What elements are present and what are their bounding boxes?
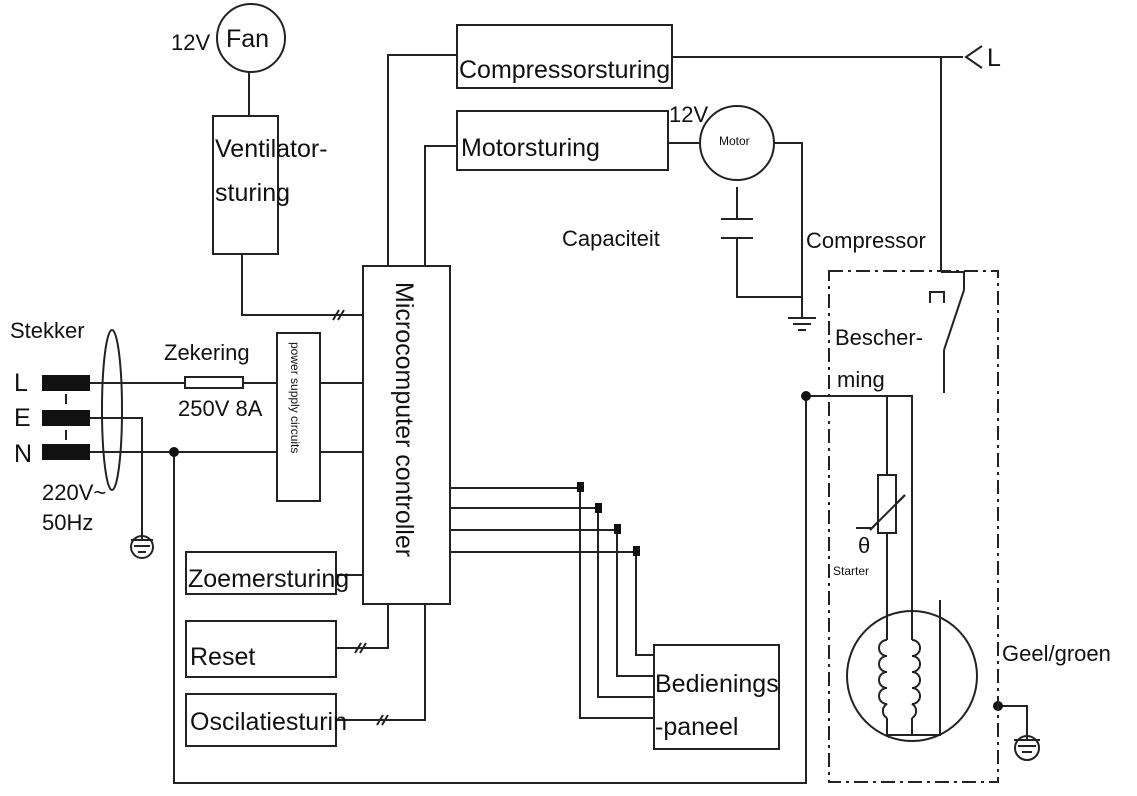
compressorsturing-label: Compressorsturing <box>459 56 670 84</box>
fan-voltage-label: 12V <box>171 30 210 55</box>
zoemersturing-label: Zoemersturing <box>188 565 349 593</box>
mains-voltage-label: 220V~ <box>42 480 106 505</box>
ventilator-box <box>212 115 279 255</box>
fan-label: Fan <box>226 25 269 53</box>
starter-label: Starter <box>833 564 869 578</box>
bedieningspaneel-box <box>653 644 780 750</box>
bedieningspaneel-label-1: Bedienings <box>655 670 779 698</box>
theta-label: θ <box>858 533 870 558</box>
plug-l-label: L <box>14 369 28 397</box>
microcomputer-controller-label: Microcomputer controller <box>390 282 418 557</box>
bescherming-label-1: Bescher- <box>835 325 923 350</box>
fuse-component <box>184 376 244 389</box>
compressorsturing-box <box>456 24 673 89</box>
reset-label: Reset <box>190 643 255 671</box>
motorsturing-box <box>456 110 669 171</box>
motor-label: Motor <box>719 134 750 148</box>
zekering-rating-label: 250V 8A <box>178 396 263 421</box>
stekker-label: Stekker <box>10 318 85 343</box>
ventilator-label-2: sturing <box>215 179 290 207</box>
fan-component <box>216 3 286 73</box>
geel-groen-label: Geel/groen <box>1002 641 1111 666</box>
l-supply-label: L <box>987 44 1001 72</box>
reset-box <box>185 620 337 678</box>
capaciteit-label: Capaciteit <box>562 226 660 251</box>
zekering-label: Zekering <box>164 340 250 365</box>
power-supply-box <box>276 332 321 502</box>
power-supply-label: power supply circuits <box>288 342 302 453</box>
plug-pin-e <box>42 410 90 426</box>
compressor-enclosure <box>828 270 999 783</box>
motor-voltage-label: 12V <box>669 102 708 127</box>
bescherming-label-2: ming <box>837 367 885 392</box>
oscilatie-box <box>185 693 337 747</box>
motorsturing-label: Motorsturing <box>461 134 600 162</box>
motor-component <box>699 105 775 181</box>
microcomputer-controller-box <box>362 265 451 605</box>
mains-freq-label: 50Hz <box>42 510 93 535</box>
plug-pin-n <box>42 444 90 460</box>
starter-ptc <box>877 474 897 534</box>
oscilatie-label: Oscilatiesturin <box>190 708 347 736</box>
zoemersturing-box <box>185 551 337 595</box>
junction-dots <box>169 391 1003 711</box>
plug-e-label: E <box>14 404 31 432</box>
plug-n-label: N <box>14 440 32 468</box>
plug-pin-l <box>42 375 90 391</box>
ventilator-label-1: Ventilator- <box>215 135 328 163</box>
compressor-label: Compressor <box>806 228 926 253</box>
bedieningspaneel-label-2: -paneel <box>655 713 738 741</box>
